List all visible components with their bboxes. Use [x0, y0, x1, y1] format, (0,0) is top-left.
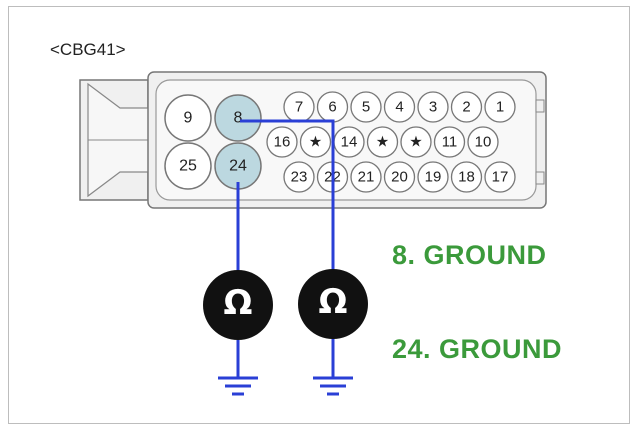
pin-label: 5	[362, 99, 370, 116]
pin-19: 19	[417, 161, 449, 193]
pin-label: 7	[295, 99, 303, 116]
pin-label: 11	[442, 134, 458, 151]
pin-label: 18	[458, 169, 475, 186]
pin-1: 1	[484, 91, 516, 123]
pin-2: 2	[450, 91, 483, 123]
pin-9: 9	[164, 94, 212, 142]
pin-empty-star: ★	[366, 126, 399, 158]
ohmmeter-right: Ω	[298, 269, 368, 339]
pin-label: 3	[429, 99, 437, 116]
large-pins: 9 8 25 24	[164, 94, 262, 190]
pin-label: 14	[341, 134, 358, 151]
legend-pin8: 8. GROUND	[392, 240, 547, 270]
pin-label: 23	[291, 169, 308, 186]
wires	[236, 119, 335, 378]
ground-icon	[218, 376, 258, 396]
pin-label: 2	[462, 99, 470, 116]
pin-label: ★	[309, 134, 322, 151]
pin-label: ★	[376, 134, 389, 151]
pin-empty-star: ★	[400, 126, 432, 158]
pin-label: 1	[496, 99, 504, 116]
ohm-icon: Ω	[319, 282, 348, 322]
pin-6: 6	[316, 91, 349, 123]
pin-label: 21	[358, 169, 375, 186]
connector-name: <CBG41>	[50, 40, 126, 59]
pin-8: 8	[214, 94, 262, 142]
pin-label: 10	[475, 134, 492, 151]
pin-4: 4	[383, 91, 416, 123]
pin-label: 6	[328, 99, 336, 116]
pin-16: 16	[266, 126, 298, 158]
pin-label: 8	[234, 110, 243, 127]
ohmmeter-left: Ω	[203, 270, 273, 340]
pin-label: 17	[492, 169, 509, 186]
pin-empty-star: ★	[299, 126, 332, 158]
pin-7: 7	[283, 91, 315, 123]
pin-label: 24	[229, 158, 247, 175]
pin-11: 11	[433, 126, 466, 158]
pin-17: 17	[484, 161, 516, 193]
pin-21: 21	[350, 161, 382, 193]
ohm-icon: Ω	[224, 283, 253, 323]
pin-label: ★	[409, 134, 422, 151]
pin-20: 20	[383, 161, 416, 193]
pin-label: 20	[391, 169, 408, 186]
pin-label: 4	[395, 99, 403, 116]
pin-14: 14	[333, 126, 365, 158]
pin-label: 19	[425, 169, 442, 186]
wire-pin8	[240, 119, 335, 270]
pin-label: 25	[179, 158, 197, 175]
pin-18: 18	[450, 161, 483, 193]
legend-pin24: 24. GROUND	[392, 334, 563, 364]
pin-label: 9	[184, 110, 193, 127]
ground-icon	[313, 376, 353, 396]
pin-23: 23	[283, 161, 315, 193]
pin-25: 25	[164, 142, 212, 190]
pin-5: 5	[350, 91, 382, 123]
pin-10: 10	[467, 126, 499, 158]
pin-3: 3	[417, 91, 449, 123]
pin-24: 24	[214, 142, 262, 190]
pin-label: 16	[274, 134, 291, 151]
